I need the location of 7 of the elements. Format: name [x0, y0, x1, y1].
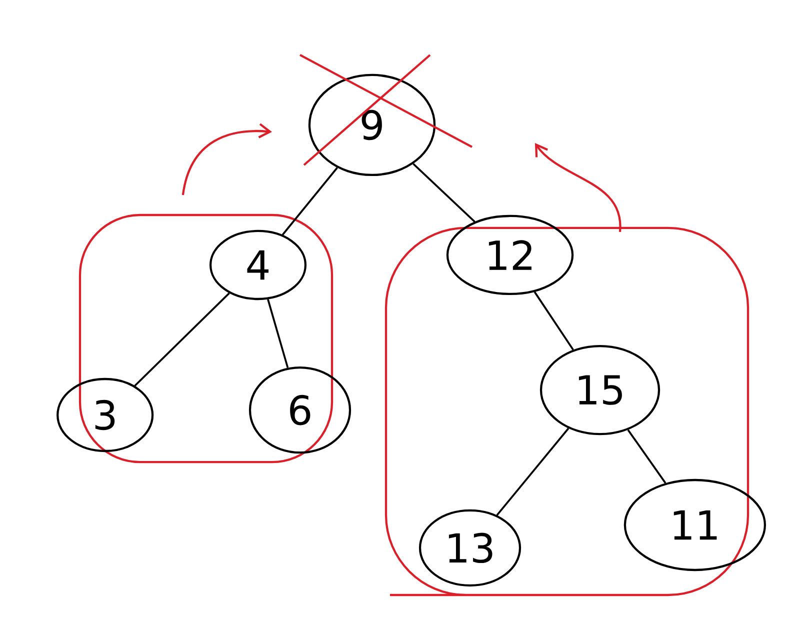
- tree-edge: [496, 428, 570, 516]
- tree-edge: [534, 291, 574, 350]
- tree-edge: [412, 163, 476, 222]
- tree-edge: [134, 292, 230, 386]
- tree-edge: [627, 429, 666, 484]
- tree-edge: [267, 299, 289, 368]
- tree-edge: [282, 167, 338, 236]
